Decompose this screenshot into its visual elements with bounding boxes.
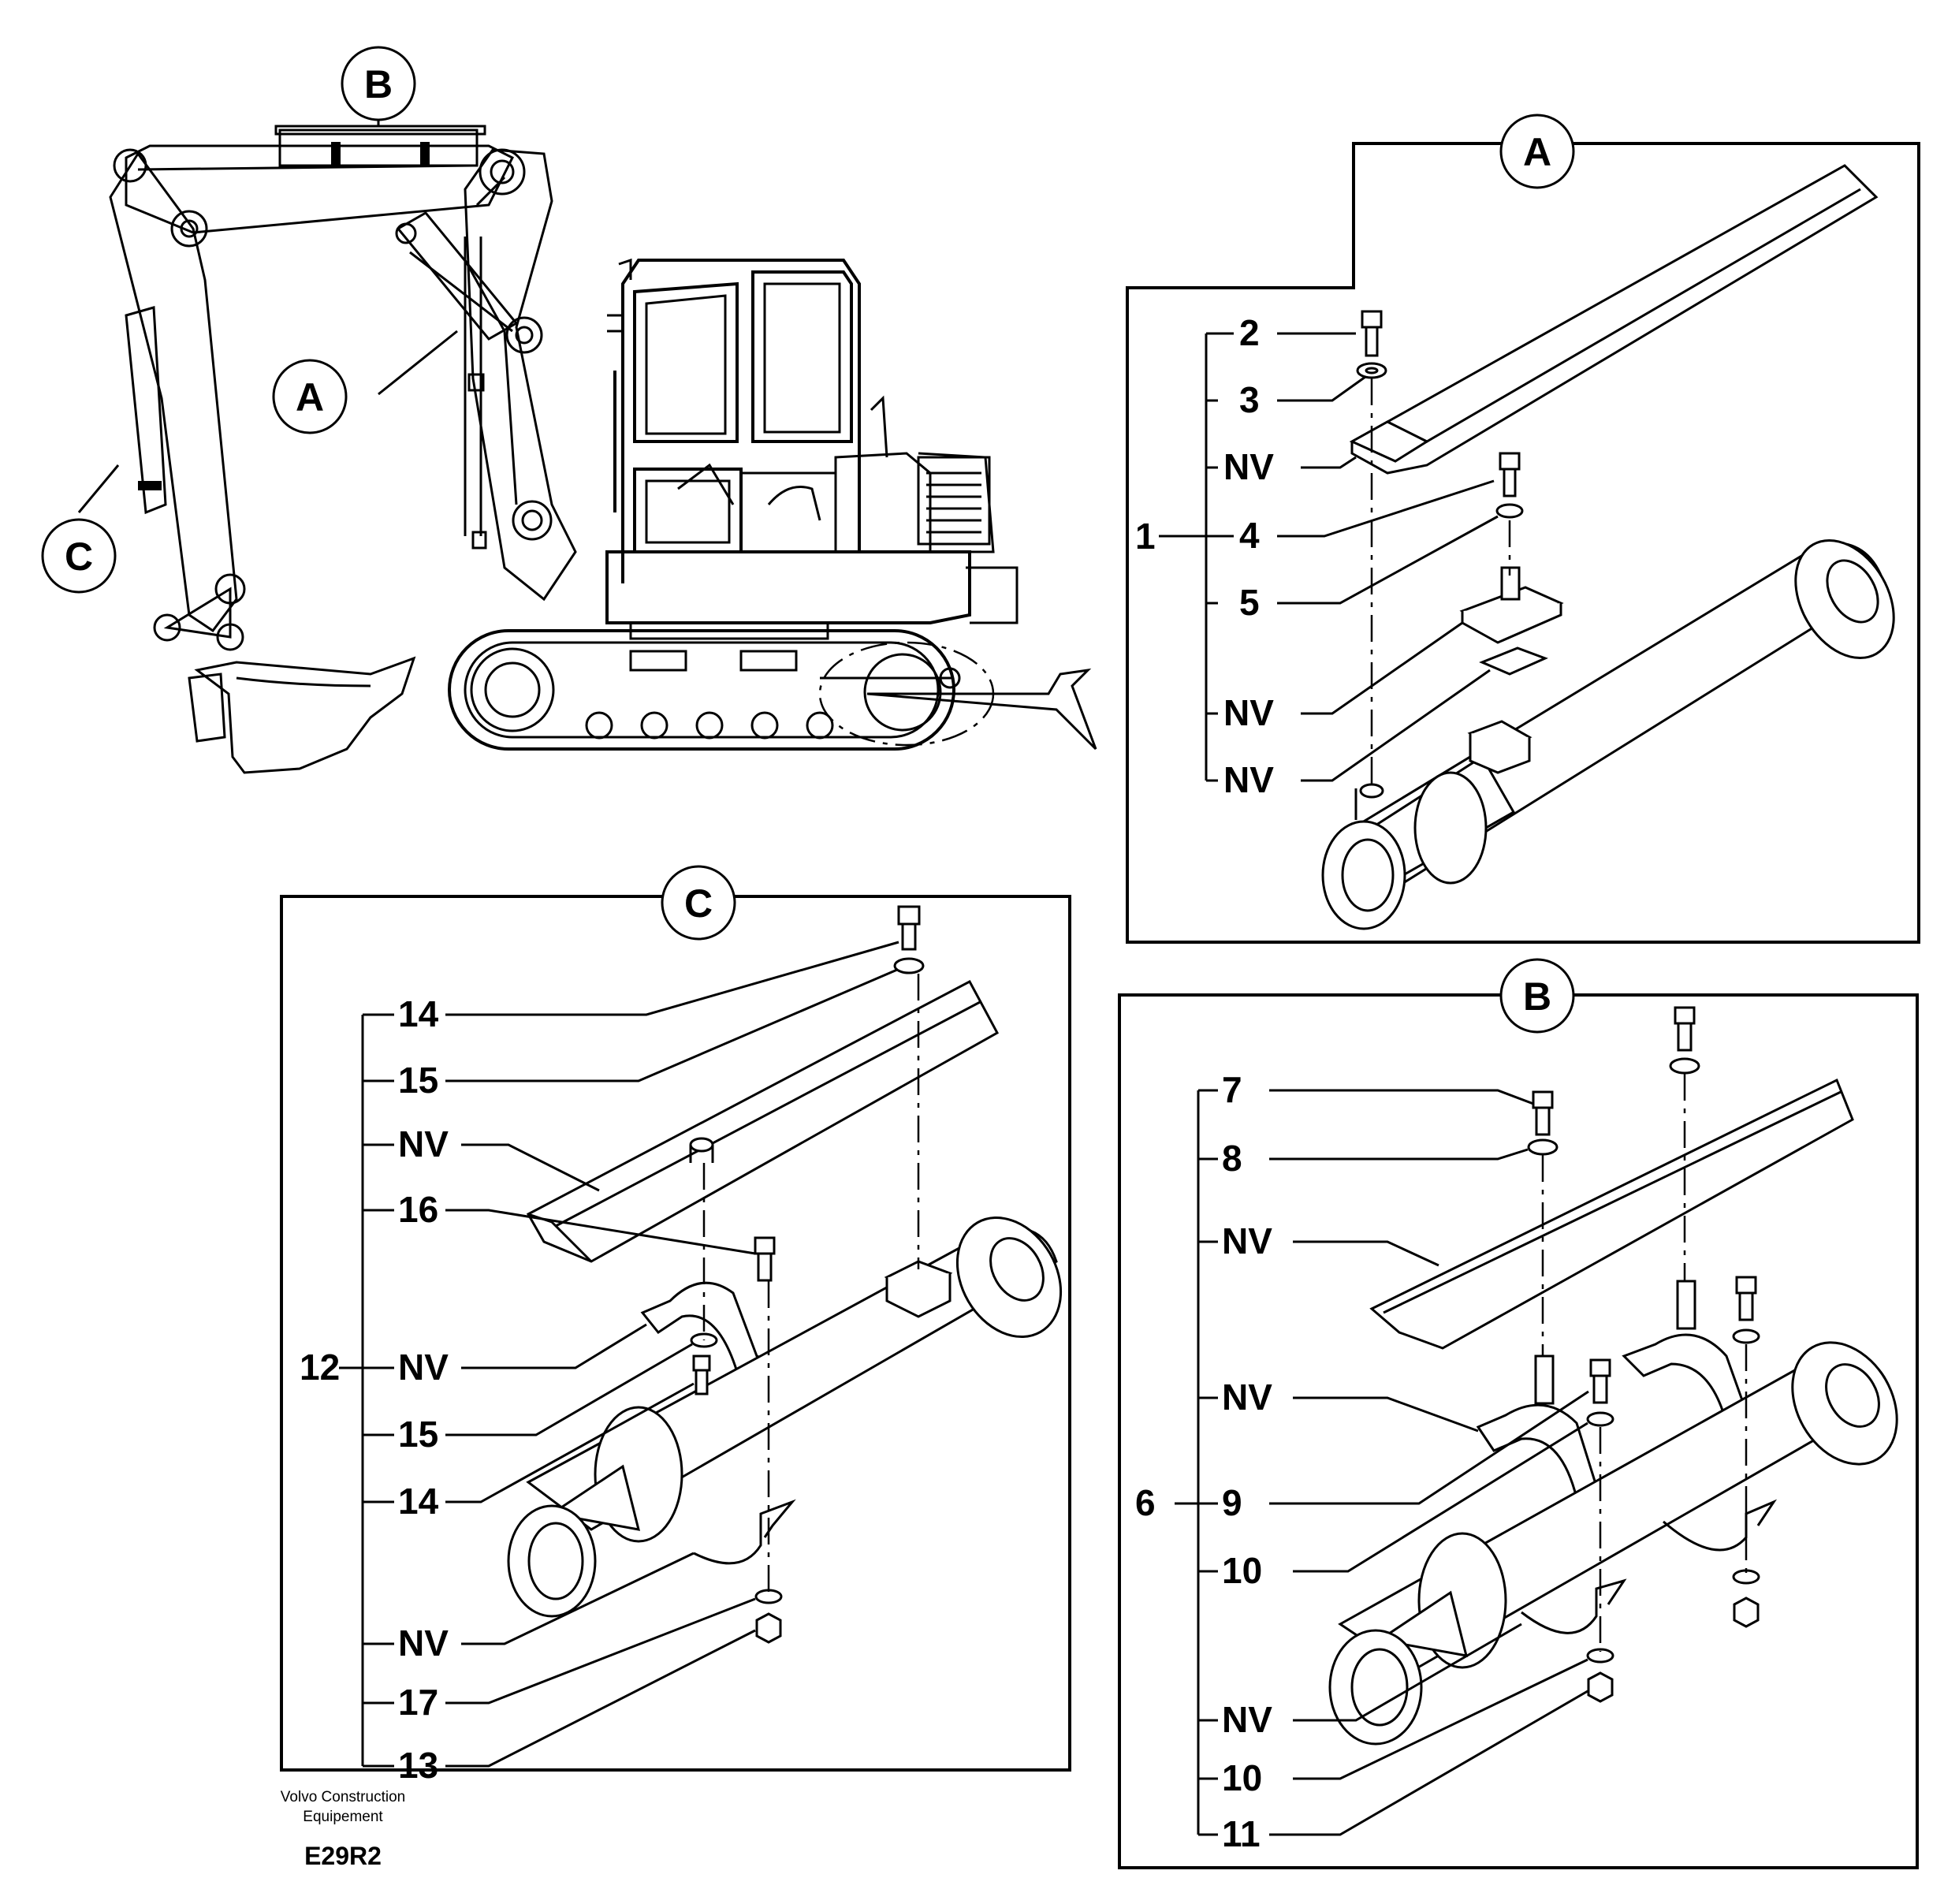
view-b-callout: 11 [1222, 1690, 1588, 1854]
svg-text:8: 8 [1222, 1138, 1242, 1179]
view-b-group-number: 6 [1135, 1482, 1156, 1523]
view-b-callout: NV [1222, 1377, 1479, 1433]
svg-text:15: 15 [398, 1060, 438, 1101]
view-a-callout: NV [1223, 621, 1463, 733]
view-c-callout: 14 [398, 941, 899, 1034]
view-c-callout: 13 [398, 1629, 756, 1786]
view-b-callout: 9 [1222, 1390, 1589, 1523]
view-c-callout: 16 [398, 1189, 756, 1255]
view-a-parts [1321, 164, 1895, 930]
svg-text:B: B [364, 62, 393, 106]
svg-text:C: C [684, 881, 713, 926]
view-c-callout: NV [398, 1123, 600, 1192]
svg-text:B: B [1523, 974, 1551, 1019]
machine-callout-c: C [41, 518, 117, 594]
svg-text:10: 10 [1222, 1757, 1262, 1798]
company-name-line2: Equipement [303, 1809, 383, 1825]
svg-text:13: 13 [398, 1745, 438, 1786]
view-a-group-number: 1 [1135, 516, 1156, 557]
svg-text:NV: NV [1223, 446, 1274, 487]
svg-text:17: 17 [398, 1682, 438, 1723]
view-b-callout: 7 [1222, 1069, 1534, 1110]
view-b-callout: 10 [1222, 1658, 1588, 1798]
view-b-callout: 8 [1222, 1138, 1529, 1179]
view-b-callout: NV [1222, 1220, 1439, 1267]
svg-text:A: A [296, 375, 324, 419]
svg-text:15: 15 [398, 1414, 438, 1455]
excavator-illustration [77, 81, 1097, 774]
svg-text:NV: NV [1223, 692, 1274, 733]
view-a-callout: 5 [1239, 515, 1499, 623]
svg-text:A: A [1523, 130, 1551, 174]
svg-text:NV: NV [1222, 1699, 1272, 1740]
view-c-group-number: 12 [300, 1347, 340, 1388]
view-a-panel: A [1126, 114, 1920, 944]
view-b-label: B [1499, 958, 1575, 1034]
view-b-parts [1328, 1006, 1898, 1746]
svg-text:2: 2 [1239, 312, 1260, 353]
svg-text:11: 11 [1222, 1813, 1261, 1854]
company-name-line1: Volvo Construction [281, 1789, 405, 1805]
view-c-label: C [661, 865, 736, 941]
view-a-callout: NV [1223, 669, 1491, 800]
view-b-callout: NV [1222, 1623, 1522, 1740]
view-a-callout: 4 [1239, 479, 1495, 556]
view-c-callout: NV [398, 1552, 695, 1664]
svg-text:NV: NV [398, 1123, 449, 1164]
view-a-callout: NV [1223, 446, 1357, 487]
view-a-label: A [1499, 114, 1575, 189]
svg-text:4: 4 [1239, 515, 1260, 556]
view-a-callout: 2 [1239, 312, 1356, 353]
machine-callout-b: B [341, 46, 416, 121]
view-c-parts [507, 905, 1063, 1644]
svg-text:14: 14 [398, 993, 439, 1034]
svg-text:14: 14 [398, 1481, 439, 1522]
svg-text:NV: NV [1222, 1220, 1272, 1261]
svg-text:C: C [65, 535, 93, 579]
view-c-callout: 14 [398, 1382, 695, 1522]
svg-text:9: 9 [1222, 1482, 1242, 1523]
svg-text:10: 10 [1222, 1550, 1262, 1591]
svg-text:5: 5 [1239, 582, 1260, 623]
svg-text:NV: NV [398, 1347, 449, 1388]
svg-text:NV: NV [1222, 1377, 1272, 1418]
drawing-code: E29R2 [304, 1842, 382, 1870]
view-b-callout: 10 [1222, 1421, 1588, 1591]
svg-text:NV: NV [398, 1623, 449, 1664]
svg-text:3: 3 [1239, 379, 1260, 420]
view-a-callout: 3 [1239, 375, 1366, 420]
view-c-callout: 15 [398, 968, 898, 1101]
svg-text:16: 16 [398, 1189, 438, 1230]
view-c-callout: 15 [398, 1343, 693, 1455]
view-c-panel: C [280, 865, 1071, 1786]
view-b-panel: B [1118, 958, 1919, 1869]
view-c-callout: 17 [398, 1597, 756, 1723]
svg-text:7: 7 [1222, 1069, 1242, 1110]
view-c-callout: NV [398, 1323, 647, 1388]
footer: Volvo Construction Equipement E29R2 [281, 1789, 405, 1870]
svg-text:NV: NV [1223, 759, 1274, 800]
machine-callout-a: A [272, 359, 348, 434]
